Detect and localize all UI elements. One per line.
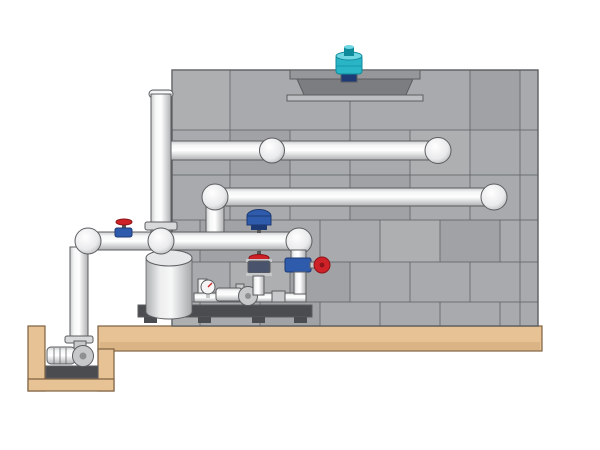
branch-valve-body xyxy=(284,257,312,273)
control-valve xyxy=(246,209,272,296)
gauge-needle xyxy=(207,282,213,288)
isolation-valve-stem xyxy=(122,224,126,229)
middle-header-elbow xyxy=(201,183,229,211)
skid-foot xyxy=(252,317,265,323)
bottom-header-elbow xyxy=(74,227,102,255)
sump-pump-hub xyxy=(79,352,87,360)
top-header-end-cap xyxy=(424,137,452,164)
actuator-ring xyxy=(251,225,267,230)
motor-cap-top xyxy=(344,45,354,49)
opening-front-lip xyxy=(286,94,424,102)
middle-header-pipe xyxy=(201,183,508,236)
sump-pump xyxy=(45,340,99,379)
bottom-header-run xyxy=(79,231,307,251)
sump-pump-base xyxy=(45,365,99,379)
control-valve-body xyxy=(247,260,271,274)
actuator-body xyxy=(246,215,272,226)
riser-junction-ball xyxy=(147,227,175,255)
separator-tank-body xyxy=(146,258,192,312)
skid-foot xyxy=(198,317,211,323)
branch-down-pipe xyxy=(293,271,307,295)
middle-header-end-cap xyxy=(480,183,508,211)
skid-foot xyxy=(294,317,307,323)
isolation-valve-handwheel xyxy=(115,218,133,226)
sump-pump-motor xyxy=(46,346,76,365)
pit-floor xyxy=(27,378,115,392)
top-header-pipe xyxy=(161,137,452,164)
panel-seams xyxy=(172,70,538,326)
isolation-valve-body xyxy=(114,227,133,238)
skid-pump-hub xyxy=(245,293,251,299)
top-header-run xyxy=(161,140,441,161)
valve-bottom-flange xyxy=(246,273,272,276)
concrete-slab xyxy=(27,325,543,392)
gauge-stem xyxy=(206,292,210,298)
pump-skid xyxy=(137,249,313,323)
isolation-valve xyxy=(114,218,133,238)
skid-pump-motor xyxy=(215,287,243,302)
bottom-header-pipe xyxy=(74,227,313,255)
middle-header-run xyxy=(209,187,497,207)
actuator-stem xyxy=(257,230,261,233)
valves xyxy=(114,209,331,296)
motor-cap xyxy=(344,47,354,56)
check-valve xyxy=(271,290,286,303)
valve-down-pipe xyxy=(252,275,265,296)
separator-tank-top xyxy=(145,249,193,267)
riser-body xyxy=(150,93,172,239)
riser-junction xyxy=(147,227,175,255)
pit-drop-pipe xyxy=(64,246,94,344)
branch-handwheel-hub xyxy=(319,262,325,268)
slab-front-shade xyxy=(100,342,540,350)
pit-drop-body xyxy=(69,246,89,340)
top-header-coupling xyxy=(259,137,285,164)
skid-foot xyxy=(144,317,157,323)
fan-motor xyxy=(335,45,363,83)
branch-valve xyxy=(284,249,331,295)
